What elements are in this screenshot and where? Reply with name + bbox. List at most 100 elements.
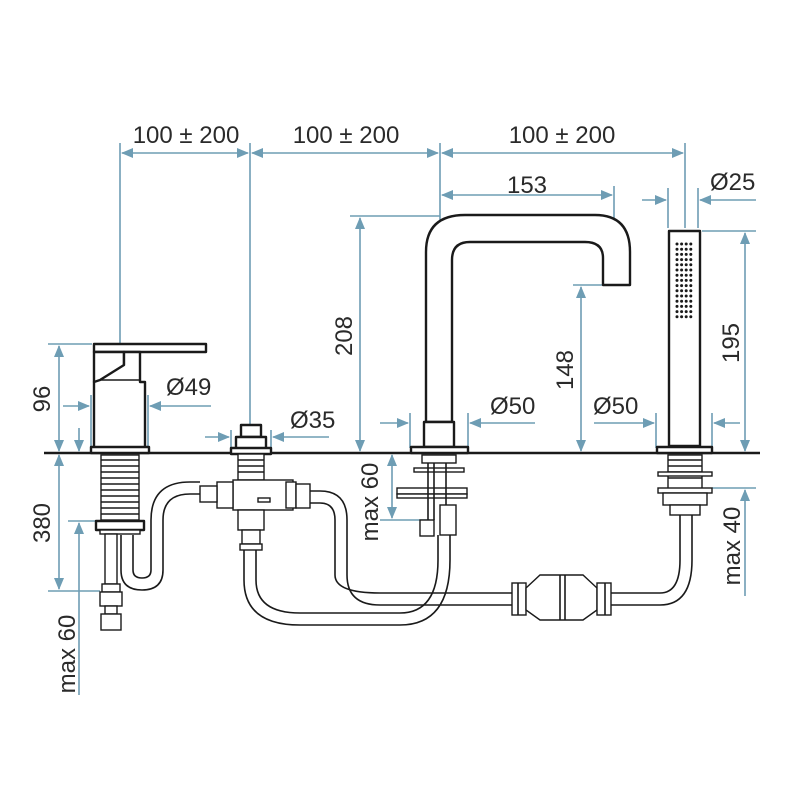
shower-nozzle-dot [680,242,684,246]
shower-nozzle-dot [689,294,693,298]
shower-nozzle-dot [689,284,693,288]
shower-nozzle-dot [684,289,688,293]
shower-nozzle-dot [680,284,684,288]
shower-nozzle-dot [689,315,693,319]
shower-nozzle-dot [684,247,688,251]
spout-icon [396,213,632,537]
shower-nozzle-dot [675,273,679,277]
shower-nozzle-dot [689,263,693,267]
shower-nozzle-dot [689,289,693,293]
shower-nozzle-dot [689,273,693,277]
shower-nozzle-dot [684,315,688,319]
shower-nozzle-dot [675,252,679,256]
spout-outlet-height-dimension: 148 [552,284,602,452]
shower-nozzle-dot [675,294,679,298]
lever-mixer-icon [89,342,208,631]
shower-nozzle-dot [675,284,679,288]
shower-nozzle-dot [684,242,688,246]
shower-length-dimension: 195 [702,230,756,452]
max-deck-lever-label: max 60 [54,615,81,694]
lever-thread-lines [101,459,139,515]
spacing-dimensions: 100 ± 200 100 ± 200 100 ± 200 [119,122,686,425]
max-deck-shower-dimension: max 40 [712,487,756,596]
shower-nozzle-dot [689,247,693,251]
shower-nozzle-dot [684,310,688,314]
hose-length-dimension: 380 [29,454,100,592]
shower-nozzle-grid [675,242,693,319]
shower-nozzle-dot [684,268,688,272]
spout-reach-label: 153 [507,172,547,199]
lever-height-dimension: 96 [29,343,92,452]
shower-length-label: 195 [718,323,745,363]
hose-length-label: 380 [29,503,56,543]
shower-nozzle-dot [689,252,693,256]
shower-nozzle-dot [680,304,684,308]
shower-nozzle-dot [675,310,679,314]
spout-base-diameter-label: Ø50 [490,393,535,420]
shower-diameter-label: Ø25 [710,169,755,196]
shower-nozzle-dot [689,258,693,262]
hand-shower-icon [655,229,714,516]
shower-nozzle-dot [675,268,679,272]
shower-nozzle-dot [684,252,688,256]
shower-nozzle-dot [680,273,684,277]
shower-nozzle-dot [684,284,688,288]
shower-nozzle-dot [684,258,688,262]
shower-nozzle-dot [675,315,679,319]
spout-reach-dimension: 153 [441,172,615,220]
shower-nozzle-dot [689,310,693,314]
hose-weight-icon [511,574,612,621]
spout-base-diameter-dimension: Ø50 [380,393,535,448]
lever-diameter-dimension: Ø49 [63,374,211,448]
shower-base-diameter-label: Ø50 [593,393,638,420]
shower-nozzle-dot [689,304,693,308]
shower-nozzle-dot [684,278,688,282]
diverter-diameter-dimension: Ø35 [205,407,335,448]
shower-nozzle-dot [684,273,688,277]
spout-outlet-height-label: 148 [552,350,579,390]
shower-nozzle-dot [680,315,684,319]
shower-nozzle-dot [675,247,679,251]
shower-nozzle-dot [689,242,693,246]
shower-nozzle-dot [684,294,688,298]
max-deck-spout-label: max 60 [357,463,384,542]
shower-nozzle-dot [680,258,684,262]
spout-height-dimension: 208 [331,215,440,452]
spacing-3-label: 100 ± 200 [509,122,616,149]
shower-nozzle-dot [675,278,679,282]
shower-nozzle-dot [684,299,688,303]
shower-base-diameter-dimension: Ø50 [593,393,740,448]
spout-height-label: 208 [331,316,358,356]
shower-nozzle-dot [675,289,679,293]
shower-nozzle-dot [675,263,679,267]
max-deck-spout-dimension: max 60 [357,454,430,542]
shower-nozzle-dot [689,278,693,282]
max-deck-shower-label: max 40 [719,507,746,586]
shower-nozzle-dot [680,247,684,251]
shower-nozzle-dot [675,242,679,246]
max-deck-lever-dimension: max 60 [54,520,100,695]
shower-nozzle-dot [680,299,684,303]
diverter-diameter-label: Ø35 [290,407,335,434]
shower-nozzle-dot [689,268,693,272]
shower-nozzle-dot [680,268,684,272]
shower-nozzle-dot [684,304,688,308]
spacing-1-label: 100 ± 200 [133,122,240,149]
lever-height-label: 96 [29,386,56,413]
shower-nozzle-dot [680,278,684,282]
hose-icon [120,481,693,626]
shower-diameter-dimension: Ø25 [642,169,756,228]
spacing-2-label: 100 ± 200 [293,122,400,149]
shower-nozzle-dot [680,310,684,314]
shower-nozzle-dot [675,258,679,262]
shower-nozzle-dot [680,263,684,267]
diverter-icon [199,423,311,551]
shower-nozzle-dot [675,304,679,308]
lever-diameter-label: Ø49 [166,374,211,401]
shower-nozzle-dot [689,299,693,303]
shower-nozzle-dot [680,289,684,293]
shower-nozzle-dot [680,252,684,256]
shower-nozzle-dot [675,299,679,303]
shower-nozzle-dot [680,294,684,298]
